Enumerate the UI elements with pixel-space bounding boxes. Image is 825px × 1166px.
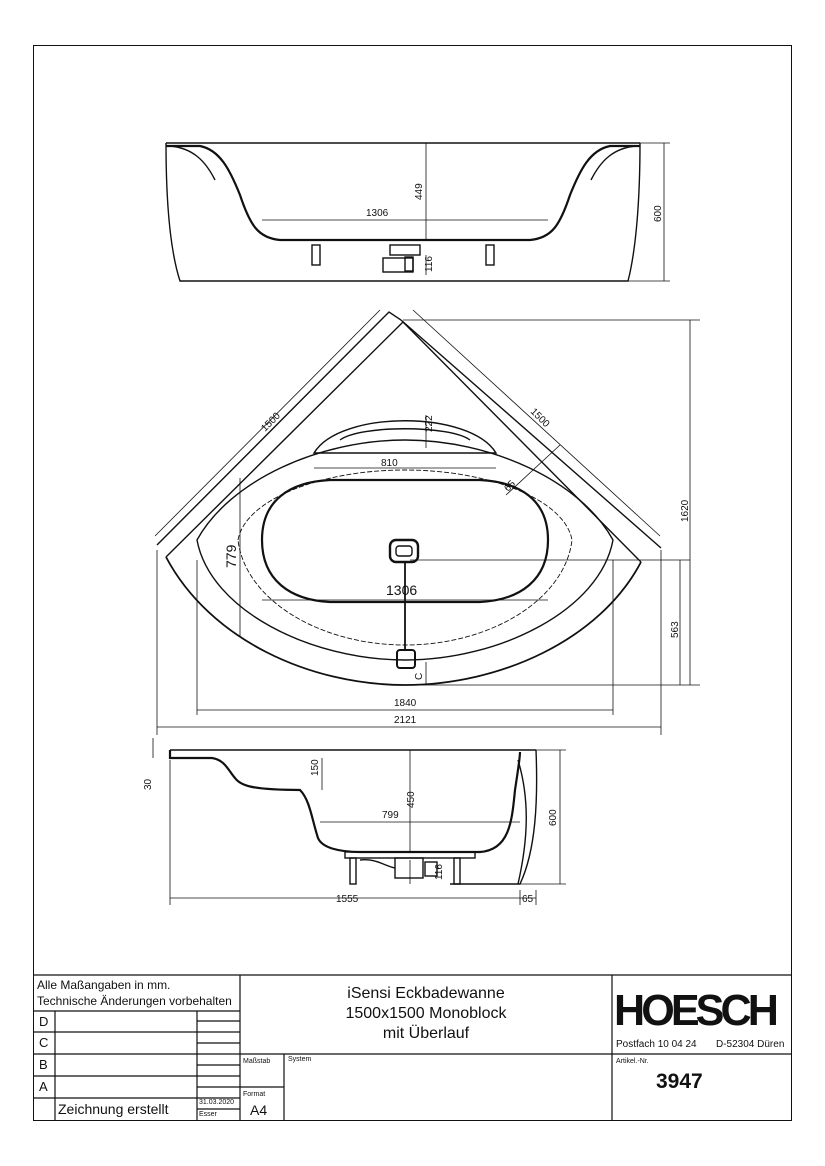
product-title-line1: iSensi Eckbadewanne <box>347 985 505 1002</box>
dim-side-65: 65 <box>522 894 534 905</box>
title-block-grid <box>33 974 792 1121</box>
system-label: System <box>288 1056 312 1063</box>
dim-side-799: 799 <box>382 810 399 821</box>
drawing-frame <box>33 45 792 1121</box>
dim-plan-222: 222 <box>424 415 435 432</box>
format-label: Format <box>243 1091 266 1098</box>
dim-side-150: 150 <box>310 759 321 776</box>
dim-plan-1840: 1840 <box>394 698 417 709</box>
top-view <box>165 142 641 282</box>
note-dimensions: Alle Maßangaben in mm. <box>37 978 171 992</box>
revision-date: 31.03.2020 <box>199 1099 235 1106</box>
address-city: D-52304 Düren <box>716 1039 785 1050</box>
dim-plan-2121: 2121 <box>394 715 417 726</box>
article-number: 3947 <box>656 1070 703 1093</box>
dim-plan-1620: 1620 <box>680 499 691 522</box>
dim-plan-563: 563 <box>670 621 681 638</box>
brand-logo: HOESCH <box>614 986 779 1035</box>
dim-top-1306: 1306 <box>366 208 389 219</box>
plan-view <box>156 311 662 686</box>
dim-plan-c: C <box>414 673 425 680</box>
dim-plan-1306: 1306 <box>386 582 417 598</box>
note-changes: Technische Änderungen vorbehalten <box>37 994 232 1008</box>
dim-side-116: 116 <box>434 864 445 880</box>
dim-top-600: 600 <box>653 205 664 222</box>
revision-a-text: Zeichnung erstellt <box>58 1101 169 1117</box>
dim-side-1555: 1555 <box>336 894 359 905</box>
revision-author: Esser <box>199 1111 217 1118</box>
dim-side-450: 450 <box>406 791 417 808</box>
product-title-line2: 1500x1500 Monoblock <box>345 1005 507 1022</box>
revision-a: A <box>39 1079 48 1094</box>
dim-side-600: 600 <box>548 809 559 826</box>
dim-side-30: 30 <box>143 778 154 790</box>
article-label: Artikel.-Nr. <box>616 1058 649 1065</box>
dim-plan-65: 65 <box>502 478 518 494</box>
dim-plan-810: 810 <box>381 458 398 469</box>
scale-label: Maßstab <box>243 1058 271 1065</box>
address-postfach: Postfach 10 04 24 <box>616 1039 697 1050</box>
dim-top-116: 116 <box>424 256 435 272</box>
side-view <box>168 749 538 885</box>
dim-plan-779: 779 <box>223 544 239 568</box>
product-title-line3: mit Überlauf <box>382 1025 470 1042</box>
revision-d: D <box>39 1014 49 1029</box>
revision-b: B <box>39 1057 48 1072</box>
revision-c: C <box>39 1035 49 1050</box>
format-value: A4 <box>250 1102 268 1118</box>
dim-top-449: 449 <box>414 183 425 200</box>
